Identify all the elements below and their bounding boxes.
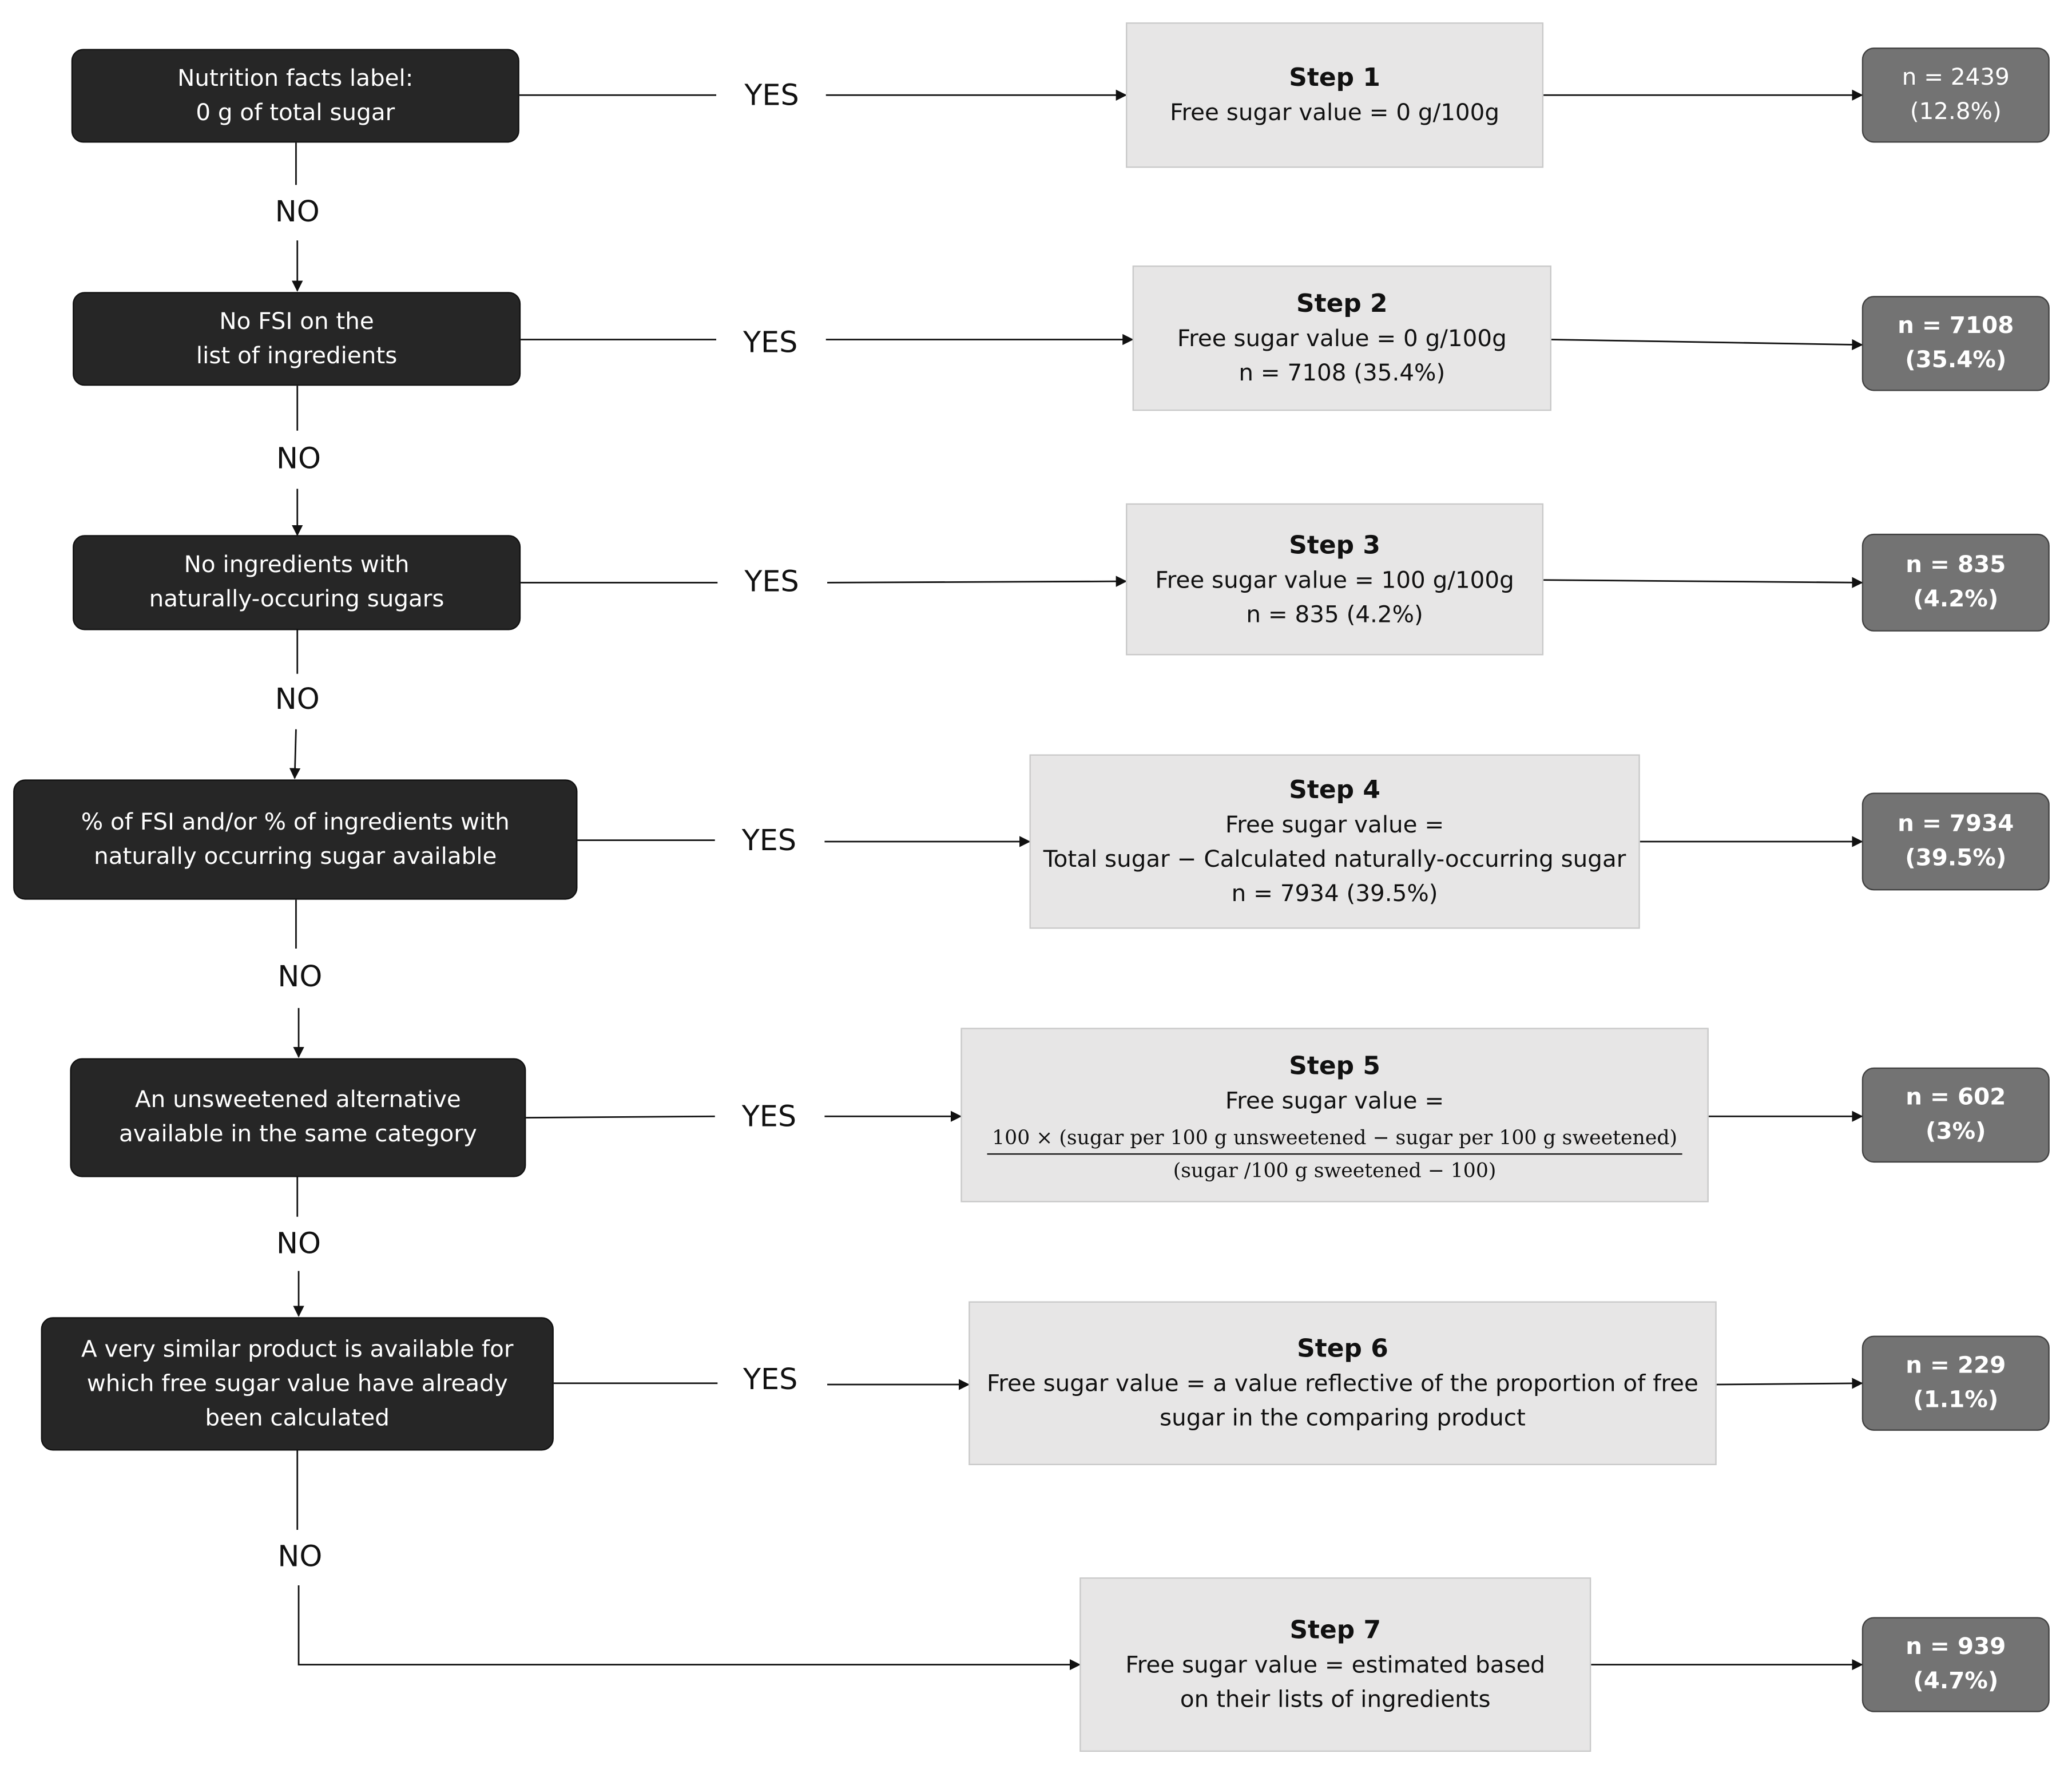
- step-box-1: Step 1 Free sugar value = 0 g/100g: [1126, 22, 1544, 168]
- step-line: Free sugar value = 0 g/100g: [1177, 326, 1507, 353]
- formula-denominator: (sugar /100 g sweetened − 100): [1173, 1158, 1497, 1182]
- step-line: n = 7934 (39.5%): [1231, 881, 1438, 908]
- step-box-6: Step 6 Free sugar value = a value reflec…: [968, 1301, 1717, 1465]
- result-count: n = 835: [1906, 552, 2006, 579]
- no-label-1: NO: [269, 196, 326, 229]
- step-line: Free sugar value =: [1225, 812, 1444, 839]
- step-line: sugar in the comparing product: [1160, 1405, 1526, 1433]
- decision-box-6: A very similar product is available for …: [41, 1317, 554, 1451]
- step-box-3: Step 3 Free sugar value = 100 g/100g n =…: [1126, 503, 1544, 656]
- step-box-4: Step 4 Free sugar value = Total sugar − …: [1029, 754, 1640, 929]
- yes-label-2: YES: [737, 327, 803, 360]
- formula-numerator: 100 × (sugar per 100 g unsweetened − sug…: [986, 1124, 1683, 1155]
- step-line: Free sugar value = 0 g/100g: [1170, 100, 1500, 127]
- step-title: Step 4: [1289, 775, 1380, 805]
- arrow-step6-result: [1716, 1378, 1863, 1389]
- no-label-5: NO: [271, 1228, 327, 1262]
- yes-label-3: YES: [739, 566, 804, 600]
- connector-d5-yes: [526, 1115, 715, 1118]
- no-label-3: NO: [269, 684, 326, 717]
- step-line: Free sugar value = 100 g/100g: [1155, 567, 1514, 594]
- step-title: Step 1: [1289, 63, 1380, 93]
- no-label-2: NO: [271, 443, 327, 477]
- step-box-5: Step 5 Free sugar value = 100 × (sugar p…: [960, 1028, 1709, 1203]
- yes-label-6: YES: [737, 1364, 803, 1397]
- result-percent: (4.7%): [1913, 1668, 1999, 1695]
- result-count: n = 939: [1906, 1634, 2006, 1661]
- decision-line: A very similar product is available for: [81, 1336, 514, 1363]
- yes-label-1: YES: [739, 80, 804, 113]
- arrow-to-step3: [827, 576, 1128, 587]
- result-percent: (35.4%): [1905, 347, 2007, 374]
- result-box-6: n = 229 (1.1%): [1861, 1335, 2050, 1431]
- arrow-step2-result: [1551, 339, 1863, 351]
- decision-box-2: No FSI on the list of ingredients: [73, 292, 521, 386]
- decision-line: 0 g of total sugar: [196, 100, 395, 126]
- decision-line: No FSI on the: [219, 308, 374, 335]
- decision-line: An unsweetened alternative: [134, 1087, 461, 1114]
- result-count: n = 2439: [1902, 65, 2010, 92]
- result-percent: (4.2%): [1913, 586, 1999, 613]
- result-box-3: n = 835 (4.2%): [1861, 533, 2050, 632]
- step-line: on their lists of ingredients: [1180, 1687, 1491, 1714]
- step-line: Total sugar − Calculated naturally-occur…: [1043, 847, 1626, 874]
- step-title: Step 2: [1296, 289, 1388, 319]
- decision-line: been calculated: [205, 1405, 390, 1432]
- step-line: Free sugar value = estimated based: [1125, 1652, 1546, 1679]
- decision-line: naturally-occuring sugars: [149, 586, 444, 613]
- result-percent: (3%): [1925, 1118, 1986, 1146]
- step-title: Step 3: [1289, 530, 1380, 560]
- decision-line: naturally occurring sugar available: [94, 843, 497, 870]
- decision-line: % of FSI and/or % of ingredients with: [81, 809, 510, 836]
- yes-label-4: YES: [736, 825, 802, 858]
- no-label-6: NO: [272, 1541, 328, 1574]
- step-line: n = 7108 (35.4%): [1239, 360, 1446, 387]
- decision-line: No ingredients with: [184, 552, 410, 579]
- decision-line: list of ingredients: [196, 343, 398, 370]
- result-box-2: n = 7108 (35.4%): [1861, 296, 2050, 391]
- decision-line: available in the same category: [118, 1121, 477, 1148]
- arrow-step3-result: [1543, 577, 1863, 588]
- step-box-7: Step 7 Free sugar value = estimated base…: [1079, 1577, 1591, 1752]
- yes-label-5: YES: [736, 1101, 802, 1135]
- no-label-4: NO: [272, 961, 328, 994]
- step-title: Step 5: [1289, 1050, 1380, 1080]
- step-title: Step 6: [1297, 1334, 1388, 1364]
- result-count: n = 602: [1906, 1084, 2006, 1112]
- result-box-1: n = 2439 (12.8%): [1861, 47, 2050, 143]
- decision-box-3: No ingredients with naturally-occuring s…: [73, 535, 521, 630]
- result-box-5: n = 602 (3%): [1861, 1067, 2050, 1163]
- decision-box-5: An unsweetened alternative available in …: [70, 1058, 526, 1177]
- decision-box-1: Nutrition facts label: 0 g of total suga…: [71, 49, 519, 143]
- step-title: Step 7: [1289, 1616, 1382, 1645]
- result-percent: (39.5%): [1905, 845, 2007, 872]
- decision-box-4: % of FSI and/or % of ingredients with na…: [13, 779, 578, 900]
- step-box-2: Step 2 Free sugar value = 0 g/100g n = 7…: [1132, 265, 1551, 411]
- free-sugar-formula: 100 × (sugar per 100 g unsweetened − sug…: [986, 1124, 1683, 1183]
- step-line: Free sugar value =: [1225, 1088, 1444, 1114]
- decision-line: which free sugar value have already: [86, 1370, 508, 1397]
- result-count: n = 229: [1906, 1352, 2006, 1379]
- arrow-to-d4: [289, 729, 301, 780]
- step-line: Free sugar value = a value reflective of…: [986, 1371, 1698, 1398]
- decision-line: Nutrition facts label:: [177, 65, 414, 92]
- result-box-4: n = 7934 (39.5%): [1861, 792, 2050, 891]
- result-percent: (1.1%): [1913, 1387, 1999, 1414]
- result-percent: (12.8%): [1910, 99, 2002, 126]
- result-box-7: n = 939 (4.7%): [1861, 1617, 2050, 1712]
- arrow-to-step7: [297, 1585, 1081, 1671]
- step-line: n = 835 (4.2%): [1246, 601, 1423, 629]
- result-count: n = 7108: [1898, 313, 2014, 340]
- result-count: n = 7934: [1898, 811, 2014, 838]
